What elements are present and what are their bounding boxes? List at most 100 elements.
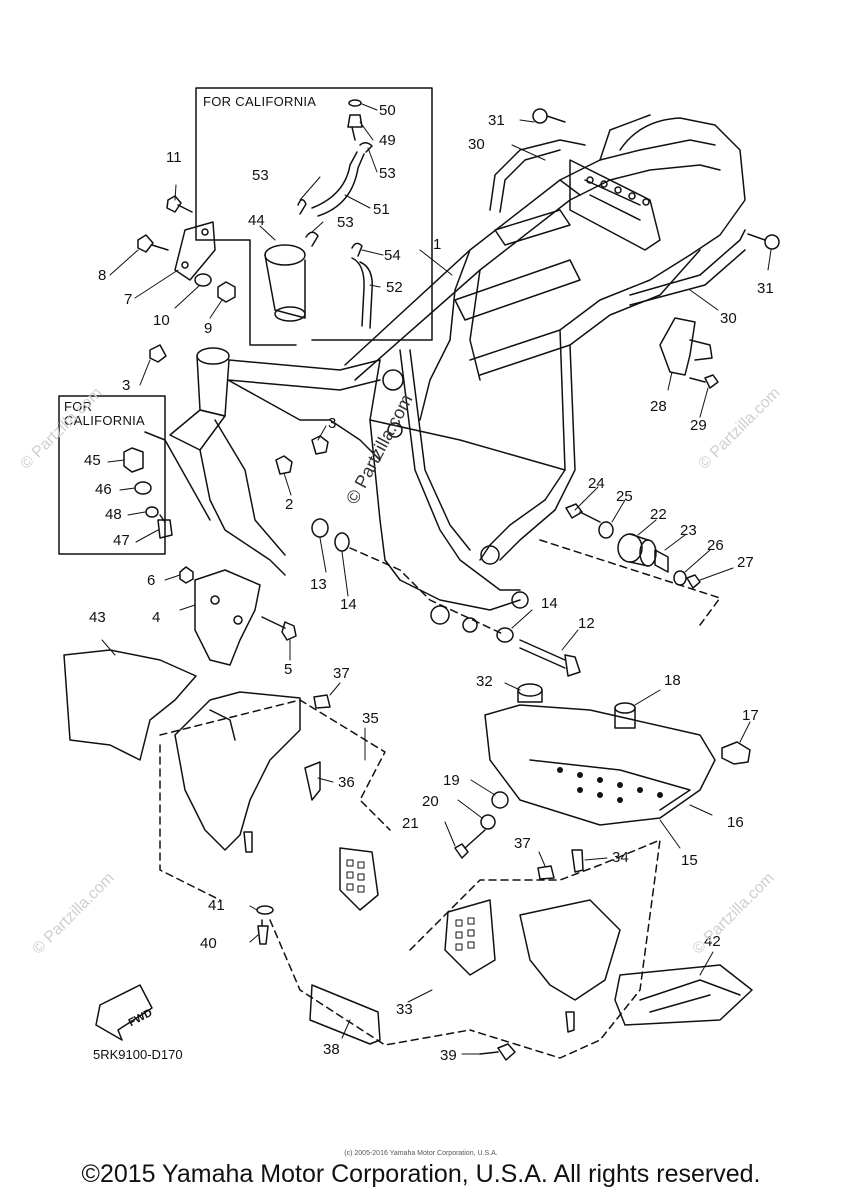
charcoal-canister-44 [264, 244, 306, 322]
plate-38 [309, 984, 381, 1045]
rivet-40 [257, 919, 269, 945]
callout-1: 1 [433, 236, 442, 253]
clip-53-left [297, 199, 307, 215]
callout-36: 36 [338, 774, 355, 791]
callout-14-left: 14 [340, 596, 357, 613]
collar-22 [617, 533, 657, 567]
collar-3-upper [149, 344, 167, 363]
bolt-11 [166, 195, 193, 213]
callout-22: 22 [650, 506, 667, 523]
callout-43: 43 [89, 609, 106, 626]
o-ring-50 [348, 99, 362, 107]
callout-41: 41 [208, 897, 225, 914]
guard-grid-left [339, 847, 379, 911]
callout-29: 29 [690, 417, 707, 434]
bolt-5 [261, 616, 297, 641]
washer-46 [134, 481, 152, 495]
california-box-title: FOR CALIFORNIA [203, 94, 317, 109]
damper-18 [614, 702, 636, 729]
callout-30-right: 30 [720, 310, 737, 327]
callout-28: 28 [650, 398, 667, 415]
small-copyright: (c) 2005-2016 Yamaha Motor Corporation, … [344, 1150, 498, 1157]
callout-53-right: 53 [379, 165, 396, 182]
callout-53-mid: 53 [337, 214, 354, 231]
bolt-31-top [532, 108, 566, 124]
callout-12: 12 [578, 615, 595, 632]
washer-26 [673, 570, 687, 586]
bolt-24 [565, 503, 601, 523]
panel-35 [174, 691, 301, 851]
collar-2 [275, 455, 293, 475]
callout-18: 18 [664, 672, 681, 689]
washer-41 [256, 905, 274, 915]
callout-23: 23 [680, 522, 697, 539]
callout-3-left: 3 [122, 377, 131, 394]
callout-37-upper: 37 [333, 665, 350, 682]
callout-17: 17 [742, 707, 759, 724]
damper-32 [517, 683, 543, 703]
washer-14-right [496, 627, 514, 643]
rivet-34 [571, 849, 584, 873]
callout-48: 48 [105, 506, 122, 523]
callout-10: 10 [153, 312, 170, 329]
callout-24: 24 [588, 475, 605, 492]
callout-4: 4 [152, 609, 161, 626]
callout-31-top: 31 [488, 112, 505, 129]
callout-52: 52 [386, 279, 403, 296]
collar-13 [311, 518, 329, 538]
copyright-footer: ©2015 Yamaha Motor Corporation, U.S.A. A… [81, 1160, 761, 1188]
callout-53-left: 53 [252, 167, 269, 184]
decal-42 [614, 964, 753, 1026]
callout-50: 50 [379, 102, 396, 119]
callout-37-lower: 37 [514, 835, 531, 852]
bolt-39 [479, 1043, 516, 1061]
clip-37-upper [313, 694, 331, 709]
callout-32: 32 [476, 673, 493, 690]
washer-25 [598, 521, 614, 539]
washer-14-left [334, 532, 350, 552]
callout-20: 20 [422, 793, 439, 810]
california-box-upper [195, 87, 433, 346]
callout-19: 19 [443, 772, 460, 789]
callout-13: 13 [310, 576, 327, 593]
california-box-title-left-line1: FOR [64, 399, 93, 414]
callout-33: 33 [396, 1001, 413, 1018]
callout-3-mid: 3 [328, 415, 337, 432]
callout-38: 38 [323, 1041, 340, 1058]
bolt-21 [454, 829, 486, 859]
callout-44: 44 [248, 212, 265, 229]
callout-45: 45 [84, 452, 101, 469]
callout-39: 39 [440, 1047, 457, 1064]
callout-40: 40 [200, 935, 217, 952]
callout-47: 47 [113, 532, 130, 549]
engine-bracket-4 [194, 569, 261, 666]
callout-31-right: 31 [757, 280, 774, 297]
bracket-28 [659, 317, 696, 376]
california-box-left [58, 395, 166, 555]
callout-16: 16 [727, 814, 744, 831]
subframe-bracket-30-right [629, 229, 746, 306]
bolt-47 [157, 514, 173, 539]
clip-37-lower [537, 865, 555, 880]
washer-10 [194, 273, 212, 287]
guard-grid-right [444, 899, 496, 976]
collar-3-mid [311, 435, 329, 455]
callout-27: 27 [737, 554, 754, 571]
nut-27 [686, 574, 701, 589]
side-cover-right [519, 899, 621, 1001]
washer-19 [491, 791, 509, 809]
callout-34: 34 [612, 849, 629, 866]
clip-54 [351, 242, 363, 257]
main-frame [169, 114, 746, 633]
callout-14-right: 14 [541, 595, 558, 612]
collar-23 [654, 549, 669, 573]
clip-53-top [359, 142, 373, 153]
bolt-8 [137, 234, 169, 253]
callout-54: 54 [384, 247, 401, 264]
callout-51: 51 [373, 201, 390, 218]
callout-25: 25 [616, 488, 633, 505]
fwd-arrow [95, 984, 153, 1041]
cover-43 [63, 649, 197, 761]
hose-51 [311, 151, 365, 217]
